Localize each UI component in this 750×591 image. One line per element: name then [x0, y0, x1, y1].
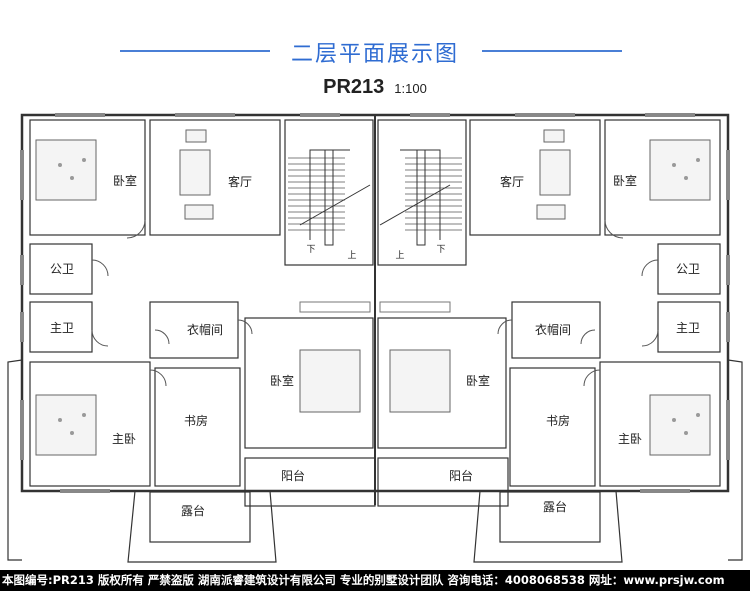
plan-code: PR213 1:100 — [0, 76, 750, 99]
room-label-terrace-left: 露台 — [181, 503, 205, 518]
title-line-left — [120, 50, 270, 52]
room-label-master-bedroom-right: 主卧 — [618, 432, 642, 446]
plan-scale: 1:100 — [394, 81, 427, 96]
stair-down-right: 下 — [436, 245, 445, 255]
footer-text: 本图编号:PR213 版权所有 严禁盗版 湖南派睿建筑设计有限公司 专业的别墅设… — [2, 573, 725, 587]
room-label-bedroom-left: 卧室 — [113, 173, 137, 188]
room-label-study-right: 书房 — [546, 413, 570, 428]
title-line-right — [482, 50, 622, 52]
page-title: 二层平面展示图 — [290, 42, 459, 67]
stair-down-left: 下 — [306, 245, 315, 255]
room-label-living-left: 客厅 — [228, 174, 252, 189]
room-label-cloakroom-right: 衣帽间 — [535, 322, 571, 337]
room-label-study-left: 书房 — [184, 413, 208, 428]
room-label-master-bath-left: 主卫 — [50, 321, 74, 335]
copyright-footer: 本图编号:PR213 版权所有 严禁盗版 湖南派睿建筑设计有限公司 专业的别墅设… — [0, 570, 750, 591]
room-label-balcony-right: 阳台 — [449, 468, 473, 483]
balcony-right-outline — [377, 457, 509, 507]
stair-up-right: 上 — [395, 250, 404, 261]
room-label-living-right: 客厅 — [500, 174, 524, 189]
room-label-public-bath-right: 公卫 — [676, 262, 700, 276]
room-label-public-bath-left: 公卫 — [50, 262, 74, 276]
room-label-bedroom-center-right: 卧室 — [466, 373, 490, 388]
room-label-bedroom-center-left: 卧室 — [270, 373, 294, 388]
room-label-master-bath-right: 主卫 — [676, 321, 700, 335]
room-label-balcony-left: 阳台 — [281, 468, 305, 483]
room-label-terrace-right: 露台 — [543, 499, 567, 514]
stair-up-left: 上 — [347, 250, 356, 261]
room-label-cloakroom-left: 衣帽间 — [187, 322, 223, 337]
title-row: 二层平面展示图 — [0, 36, 750, 67]
room-label-bedroom-right: 卧室 — [613, 173, 637, 188]
balcony-left-outline — [244, 457, 376, 507]
plan-number: PR213 — [323, 76, 385, 98]
terrace-left-outline — [127, 490, 277, 563]
terrace-right-outline — [473, 490, 623, 563]
room-label-master-bedroom-left: 主卧 — [112, 432, 136, 446]
